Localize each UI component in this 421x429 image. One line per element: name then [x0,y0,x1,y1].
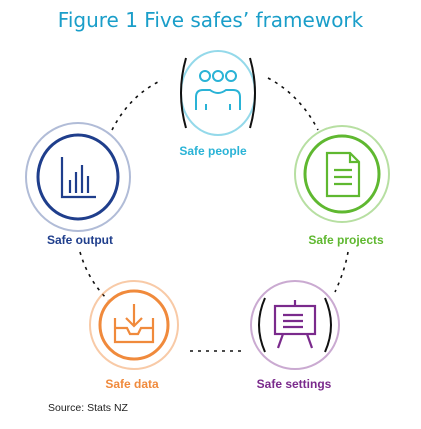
label-safe-projects: Safe projects [308,233,384,247]
connectors [79,77,349,352]
node-safe-projects: Safe projects [294,125,390,247]
document-icon [325,151,361,198]
figure-title: Figure 1 Five safes’ framework [57,8,364,32]
settings-left-bracket [258,297,266,353]
connector-output-people [111,79,163,131]
node-safe-data: Safe data [89,280,179,391]
label-safe-people: Safe people [179,144,247,158]
label-safe-data: Safe data [105,377,159,391]
data-outer-ring [89,280,179,370]
download-tray-icon [113,304,155,344]
data-inner-ring [98,289,170,361]
node-safe-settings: Safe settings [250,280,340,391]
output-inner-ring [36,133,120,221]
projects-inner-ring [303,134,381,214]
node-safe-output: Safe output [25,122,131,247]
settings-outer-ring [250,280,340,370]
label-safe-output: Safe output [47,233,113,247]
projects-outer-ring [294,125,390,223]
people-right-bracket [249,57,256,129]
settings-right-bracket [324,297,332,353]
node-safe-people: Safe people [179,50,256,158]
people-left-bracket [180,57,187,129]
output-outer-ring [25,122,131,232]
bar-chart-icon [60,157,96,199]
people-icon [195,70,241,110]
label-safe-settings: Safe settings [257,377,332,391]
connector-projects-settings [334,251,349,293]
source-note: Source: Stats NZ [48,402,128,414]
connector-people-projects [267,77,319,131]
presentation-board-icon [273,300,317,349]
